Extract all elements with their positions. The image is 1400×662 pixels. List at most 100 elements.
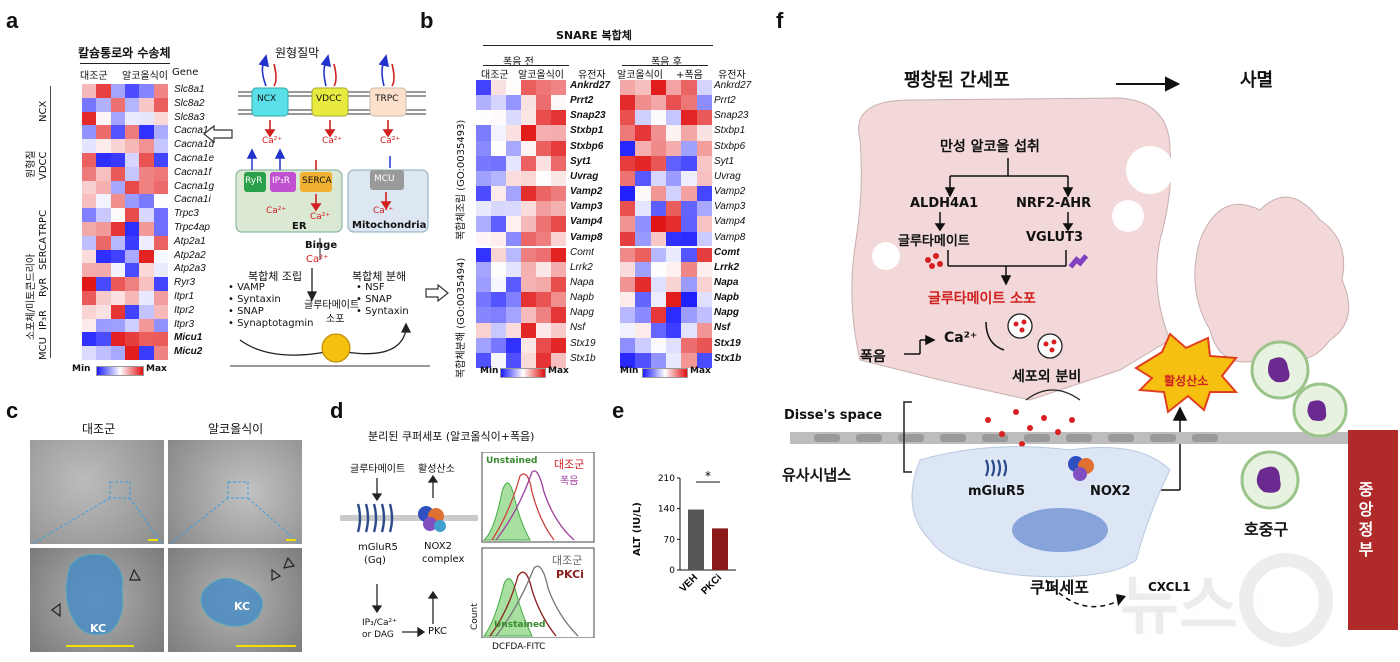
panel-b-title: SNARE 복합체 [556, 29, 632, 42]
heatmap-cell [521, 95, 536, 111]
heatmap-cell [696, 95, 712, 111]
heatmap-cell [620, 186, 636, 202]
heatmap-cell [153, 180, 168, 195]
heatmap-cell [620, 277, 636, 293]
heatmap-cell [635, 140, 651, 156]
heatmap-cell [476, 307, 491, 323]
vertical-organelle: 소포체/미토콘드리아 [26, 253, 37, 340]
f-intake: 만성 알코올 섭취 [940, 139, 1040, 155]
gene-label: Vamp3 [714, 201, 746, 213]
heatmap-cell [665, 170, 682, 187]
heatmap-cell [96, 235, 111, 250]
d-gq: (Gq) [364, 555, 386, 566]
heatmap-cell [696, 322, 712, 338]
heatmap-b-after [620, 80, 712, 368]
gene-label: Atp2a1 [174, 235, 206, 247]
heatmap-cell [635, 95, 651, 111]
d-xaxis: DCFDA-FITC [492, 642, 546, 652]
heatmap-cell [635, 337, 651, 353]
heatmap-cell [506, 261, 521, 278]
heatmap-cell [82, 166, 97, 181]
heatmap-cell [96, 153, 111, 167]
heatmap-cell [620, 261, 636, 278]
heatmap-cell [665, 155, 682, 171]
heatmap-cell [476, 246, 491, 262]
heatmap-cell [153, 111, 168, 126]
heatmap-cell [153, 291, 168, 305]
b-col-alcohol: 알코올식이 [518, 70, 564, 81]
heatmap-cell [491, 277, 506, 293]
flow-histograms [481, 452, 595, 638]
heatmap-cell [139, 153, 154, 167]
heatmap-cell [110, 263, 125, 278]
gene-label: Ankrd27 [714, 80, 752, 91]
heatmap-cell [650, 246, 666, 262]
heatmap-cell [681, 201, 697, 217]
heatmap-cell [536, 201, 551, 217]
heatmap-cell [506, 186, 521, 202]
e-tick-label: 140 [658, 505, 675, 515]
heatmap-cell [650, 201, 666, 217]
b-after: 폭음 후 [651, 57, 682, 68]
heatmap-cell [124, 208, 140, 222]
group-ryr: RyR [38, 277, 49, 297]
heatmap-cell [110, 304, 125, 319]
heatmap-cell [110, 139, 125, 153]
d-count: Count [470, 603, 480, 630]
heatmap-cell [536, 352, 551, 368]
heatmap-cell [124, 318, 140, 333]
gene-label: Slc8a2 [174, 97, 205, 109]
left-arrow-icon [203, 124, 233, 144]
heatmap-cell [521, 155, 536, 171]
heatmap-cell [551, 80, 566, 96]
heatmap-cell [153, 346, 168, 360]
heatmap-cell [124, 249, 140, 264]
gene-label: Comt [570, 246, 594, 258]
b-side-bottom: 복합체분해 (GO:0035494) [456, 257, 467, 378]
heatmap-cell [96, 263, 111, 278]
heatmap-cell [665, 337, 682, 353]
calcium-diagram [230, 54, 430, 367]
heatmap-cell [681, 337, 697, 353]
heatmap-cell [82, 194, 97, 209]
gene-label: Nsf [570, 322, 585, 334]
heatmap-cell [491, 170, 506, 187]
gene-label: Itpr3 [174, 318, 195, 330]
gene-label: Micu2 [174, 346, 203, 358]
heatmap-cell [551, 170, 566, 187]
heatmap-cell [153, 125, 168, 140]
b-col-alcohol-r: 알코올식이 [617, 70, 663, 81]
heatmap-cell [476, 216, 491, 232]
heatmap-cell [551, 201, 566, 217]
heatmap-cell [521, 337, 536, 353]
heatmap-cell [476, 186, 491, 202]
heatmap-cell [82, 263, 97, 278]
heatmap-cell [110, 180, 125, 195]
heatmap-cell [110, 249, 125, 264]
gene-label: Stx1b [714, 352, 742, 364]
group-ip3r: IP₃R [38, 310, 49, 330]
heatmap-cell [536, 186, 551, 202]
gene-label: Trpc4ap [174, 222, 210, 233]
heatmap-cell [82, 249, 97, 264]
heatmap-cell [696, 261, 712, 278]
heatmap-cell [536, 216, 551, 232]
heatmap-cell [521, 140, 536, 156]
heatmap-cell [650, 186, 666, 202]
heatmap-cell [506, 95, 521, 111]
heatmap-cell [635, 201, 651, 217]
heatmap-cell [82, 139, 97, 153]
heatmap-cell [153, 318, 168, 333]
heatmap-cell [650, 231, 666, 247]
gene-label: Uvrag [570, 170, 599, 182]
heatmap-cell [491, 186, 506, 202]
heatmap-cell [110, 291, 125, 305]
heatmap-cell [82, 180, 97, 195]
vertical-membrane: 원형질 [26, 150, 37, 178]
heatmap-cell [696, 155, 712, 171]
heatmap-cell [635, 307, 651, 323]
heatmap-cell [124, 97, 140, 112]
gene-label: Itpr2 [174, 304, 195, 316]
heatmap-cell [620, 231, 636, 247]
gene-label: Napa [714, 276, 739, 288]
